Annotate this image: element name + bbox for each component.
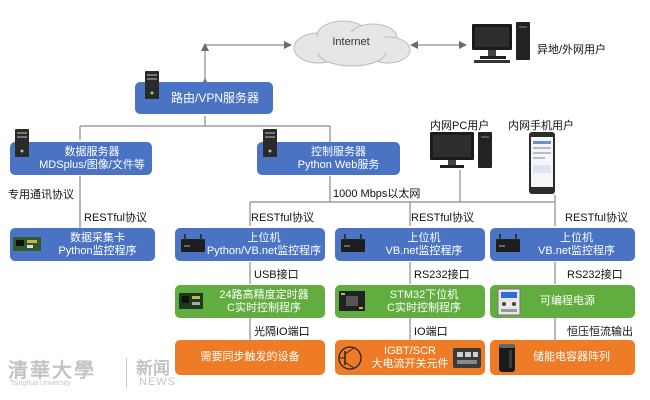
acq-card-subtitle: Python监控程序 [58, 244, 137, 257]
sync-devices-label: 需要同步触发的设备 [200, 351, 300, 363]
server-tower-icon [14, 128, 30, 158]
timer-title: 24路高精度定时器 [219, 288, 309, 301]
igbt-module-icon [452, 345, 482, 371]
mini-pc-icon [180, 233, 206, 255]
psu-label: 可编程电源 [540, 295, 595, 307]
restful-label-2: RESTful协议 [251, 212, 314, 224]
power-supply-icon [497, 288, 521, 316]
private-protocol-label: 专用通讯协议 [8, 189, 74, 201]
lan-pc-label: 内网PC用户 [430, 120, 490, 132]
restful-label-1: RESTful协议 [84, 212, 147, 224]
sync-triggered-devices: 需要同步触发的设备 [175, 340, 325, 375]
watermark-university-name: 清華大學 [8, 358, 96, 382]
stm32-title: STM32下位机 [389, 288, 459, 301]
watermark-news-cn: 新闻 [136, 359, 170, 378]
capacitor-icon [496, 342, 518, 374]
mini-pc-icon [340, 233, 366, 255]
io-port-label: IO端口 [414, 326, 448, 338]
capacitor-label: 储能电容器阵列 [533, 351, 610, 363]
watermark-divider [126, 358, 127, 388]
ethernet-label: 1000 Mbps以太网 [333, 188, 421, 200]
stm32-subtitle: C实时控制程序 [387, 301, 461, 314]
rs232-label-1: RS232接口 [414, 269, 470, 281]
data-server: 数据服务器 MDSplus/图像/文件等 [10, 142, 152, 175]
rs232-label-2: RS232接口 [567, 269, 623, 281]
control-server-subtitle: Python Web服务 [297, 158, 380, 171]
host2-subtitle: VB.net监控程序 [385, 244, 463, 257]
optical-io-label: 光隔IO端口 [254, 326, 310, 338]
igbt-subtitle: 大电流开关元件 [371, 357, 449, 370]
usb-label: USB接口 [254, 269, 299, 281]
lan-phone-label: 内网手机用户 [508, 120, 574, 132]
restful-label-3: RESTful协议 [411, 212, 474, 224]
cv-cc-output-label: 恒压恒流输出 [567, 326, 633, 338]
lan-computer-icon [426, 130, 496, 172]
host3-subtitle: VB.net监控程序 [537, 244, 616, 257]
watermark-news-en: NEWS [139, 376, 176, 388]
stm32-controller: STM32下位机 C实时控制程序 [335, 285, 485, 318]
server-tower-icon [262, 128, 278, 158]
transistor-symbol-icon [337, 343, 363, 373]
acq-card-title: 数据采集卡 [70, 231, 125, 244]
timer-board-icon [178, 290, 204, 312]
internet-label: Internet [332, 36, 370, 48]
timer-subtitle: C实时控制程序 [227, 301, 301, 314]
tsinghua-news-watermark: 清華大學 Tsinghua University 新闻 NEWS [6, 352, 196, 396]
watermark-university-en: Tsinghua University [10, 380, 71, 387]
high-precision-timer: 24路高精度定时器 C实时控制程序 [175, 285, 325, 318]
host3-title: 上位机 [560, 231, 593, 244]
host1-title: 上位机 [247, 231, 281, 244]
control-server: 控制服务器 Python Web服务 [257, 142, 400, 175]
remote-users-label: 异地/外网用户 [537, 44, 607, 56]
data-server-title: 数据服务器 [64, 145, 120, 158]
host1-subtitle: Python/VB.net监控程序 [206, 244, 322, 257]
remote-computer-icon [470, 20, 534, 64]
server-tower-icon [144, 70, 160, 100]
smartphone-icon [528, 131, 556, 195]
acquisition-board-icon [12, 234, 42, 254]
control-server-title: 控制服务器 [311, 145, 366, 158]
host2-title: 上位机 [407, 231, 441, 244]
mini-pc-icon [495, 233, 521, 255]
internet-cloud: Internet [288, 18, 414, 68]
igbt-title: IGBT/SCR [384, 344, 436, 357]
data-server-subtitle: MDSplus/图像/文件等 [39, 158, 145, 171]
restful-label-4: RESTful协议 [565, 212, 628, 224]
microcontroller-board-icon [338, 289, 366, 313]
router-label: 路由/VPN服务器 [170, 90, 259, 105]
